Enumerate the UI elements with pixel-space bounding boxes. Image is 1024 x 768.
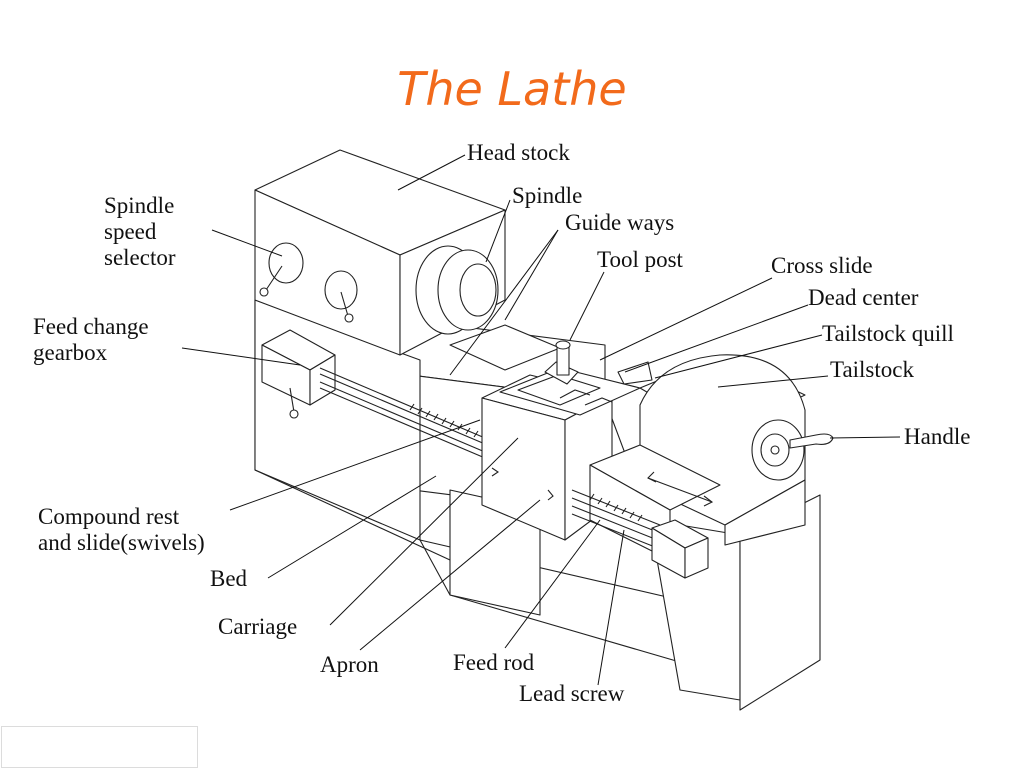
label-line-1: Feed change — [33, 314, 149, 339]
label-apron: Apron — [320, 652, 379, 677]
label-compound-rest: Compound rest and slide(swivels) — [38, 504, 205, 556]
label-feed-change-gearbox: Feed change gearbox — [33, 314, 149, 366]
label-handle: Handle — [904, 424, 971, 449]
dead-center — [617, 361, 653, 385]
label-tool-post: Tool post — [597, 247, 683, 272]
label-line-2: speed — [104, 219, 157, 244]
tailstock-quill — [751, 419, 805, 481]
label-cross-slide: Cross slide — [771, 253, 873, 278]
label-feed-rod: Feed rod — [453, 650, 535, 675]
feed-change-gearbox — [261, 329, 336, 419]
label-head-stock: Head stock — [467, 140, 570, 165]
label-line-2: and slide(swivels) — [38, 530, 205, 555]
feed-shafts-right — [571, 489, 709, 579]
label-dead-center: Dead center — [808, 285, 919, 310]
label-spindle-speed-selector: Spindle speed selector — [104, 193, 176, 271]
label-spindle: Spindle — [512, 183, 583, 208]
tailstock — [589, 354, 806, 561]
spindle — [415, 245, 499, 335]
speed-selector-dials — [259, 242, 358, 323]
label-guide-ways: Guide ways — [565, 210, 675, 235]
label-line-1: Spindle — [104, 193, 175, 218]
feed-shafts-left — [319, 367, 486, 459]
label-tailstock-quill: Tailstock quill — [822, 321, 954, 346]
slide-footer-box — [1, 726, 198, 768]
slide-title: The Lathe — [397, 62, 627, 116]
label-line-1: Compound rest — [38, 504, 180, 529]
label-line-2: gearbox — [33, 340, 108, 365]
label-tailstock: Tailstock — [830, 357, 914, 382]
label-lead-screw: Lead screw — [519, 681, 625, 706]
cross-slide — [499, 367, 641, 416]
leader-lines — [181, 154, 901, 686]
tool-post — [544, 340, 579, 385]
label-line-3: selector — [104, 245, 176, 270]
label-carriage: Carriage — [218, 614, 298, 639]
label-bed: Bed — [210, 566, 248, 591]
